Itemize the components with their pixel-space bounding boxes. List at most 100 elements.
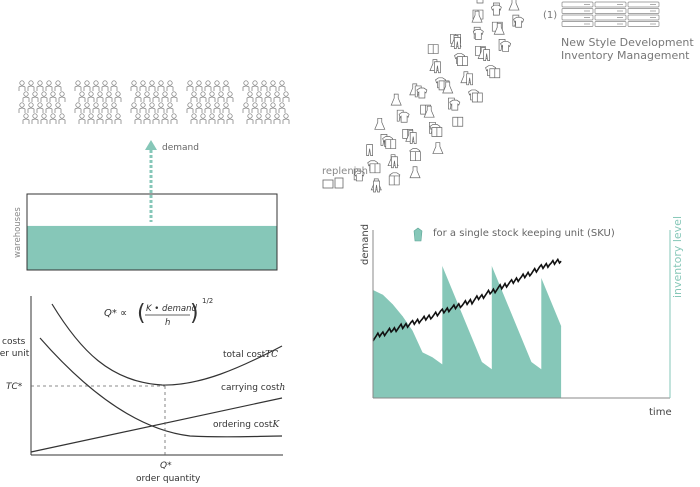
dress-icon (390, 93, 402, 106)
person-icon (27, 80, 35, 91)
person-icon (195, 102, 203, 113)
person-icon (246, 91, 254, 102)
jacket-icon (410, 151, 421, 162)
person-icon (204, 80, 212, 91)
person-icon (36, 80, 44, 91)
formula-denominator: h (165, 318, 170, 328)
warehouse-inventory-fill (27, 225, 277, 270)
person-icon (186, 80, 194, 91)
person-icon (278, 102, 286, 113)
shirt-icon (449, 99, 461, 111)
person-icon (45, 102, 53, 113)
shirt-icon (398, 111, 410, 123)
jacket-icon (452, 116, 464, 127)
person-icon (114, 113, 122, 124)
dress-icon (442, 81, 454, 94)
person-icon (161, 113, 169, 124)
person-icon (273, 113, 281, 124)
person-icon (242, 80, 250, 91)
sku-axes (372, 230, 671, 399)
person-icon (105, 113, 113, 124)
shirt-icon (472, 28, 484, 40)
person-icon (45, 80, 53, 91)
person-icon (58, 91, 66, 102)
person-icon (242, 102, 250, 113)
ordering-cost-label: ordering costK (213, 420, 280, 430)
total-cost-label: total costTC (223, 350, 278, 360)
server-unit-icon (561, 8, 594, 14)
server-unit-icon (627, 1, 660, 8)
jacket-icon (385, 139, 397, 149)
cost-ylabel-line2: per unit (0, 349, 30, 359)
person-icon (54, 80, 62, 91)
person-icon (22, 113, 30, 124)
formula-exponent: 1/2 (202, 297, 213, 305)
person-icon (27, 102, 35, 113)
total-cost-curve (51, 303, 283, 386)
person-icon (217, 91, 225, 102)
shirt-icon (416, 87, 428, 99)
warehouses-label: warehouses (13, 207, 23, 258)
jacket-icon (431, 127, 443, 137)
formula-paren-open: ( (137, 301, 146, 326)
order-quantity-label: order quantity (136, 474, 201, 484)
person-icon (217, 113, 225, 124)
person-icon (92, 80, 100, 91)
inventory-level-axis-label: inventory level (671, 216, 684, 298)
eoq-formula: Q* ∝ ( K • demand h ) 1/2 (104, 297, 213, 328)
shirt-icon (513, 16, 525, 28)
person-icon (246, 113, 254, 124)
formula-lhs: Q* ∝ (104, 308, 127, 319)
server-unit-icon (561, 14, 594, 21)
shirt-icon (353, 170, 365, 182)
jacket-icon (471, 92, 483, 103)
person-icon (213, 102, 221, 113)
person-icon (83, 102, 91, 113)
person-icon (186, 102, 194, 113)
person-icon (195, 80, 203, 91)
inventory-area-series (373, 266, 562, 398)
person-icon (278, 80, 286, 91)
person-icon (49, 113, 57, 124)
pants-icon (366, 144, 373, 156)
dress-icon (508, 0, 520, 11)
person-icon (264, 113, 272, 124)
person-icon (282, 91, 290, 102)
pants-icon (483, 49, 491, 61)
demand-axis-label: demand (360, 224, 371, 265)
person-icon (18, 80, 26, 91)
server-rack-icon (561, 1, 660, 27)
person-icon (222, 80, 230, 91)
person-icon (130, 80, 138, 91)
person-icon (78, 113, 86, 124)
pants-icon (373, 180, 380, 193)
person-icon (157, 80, 165, 91)
time-axis-label: time (649, 407, 672, 418)
server-unit-icon (594, 1, 627, 8)
jacket-icon (489, 68, 501, 79)
person-icon (255, 91, 263, 102)
demand-arrow (145, 140, 157, 222)
person-icon (190, 113, 198, 124)
person-icon (110, 80, 118, 91)
person-icon (83, 80, 91, 91)
person-icon (222, 102, 230, 113)
dress-icon (409, 166, 421, 179)
person-icon (36, 102, 44, 113)
pants-icon (391, 156, 398, 169)
person-icon (143, 91, 151, 102)
person-icon (166, 80, 174, 91)
sku-chart-title: for a single stock keeping unit (SKU) (433, 228, 615, 239)
person-icon (199, 113, 207, 124)
person-icon (40, 91, 48, 102)
person-icon (204, 102, 212, 113)
person-icon (114, 91, 122, 102)
server-unit-icon (594, 21, 627, 27)
person-icon (96, 91, 104, 102)
person-icon (190, 91, 198, 102)
person-icon (134, 91, 142, 102)
pants-icon (453, 37, 461, 49)
person-icon (213, 80, 221, 91)
person-icon (161, 91, 169, 102)
jacket-icon (427, 44, 439, 54)
